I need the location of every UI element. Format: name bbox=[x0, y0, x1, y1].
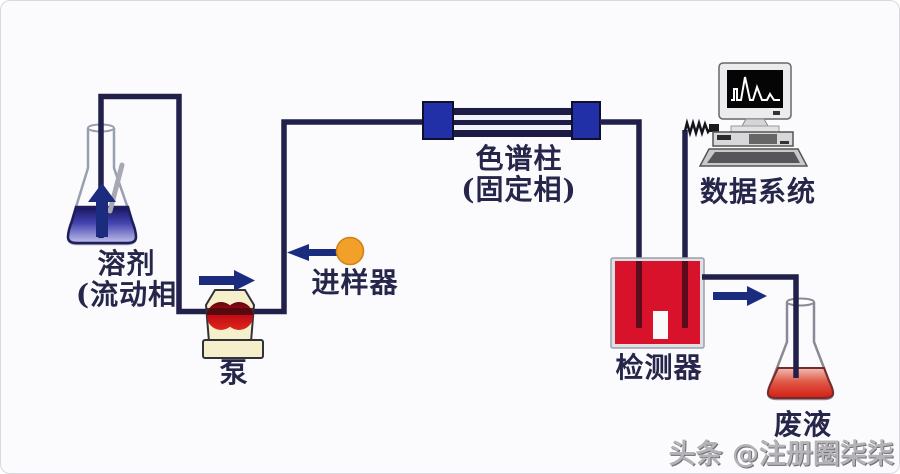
flow-arrow-up-solvent bbox=[88, 183, 116, 237]
chromatogram-trace bbox=[731, 76, 780, 101]
data-system-label: 数据系统 bbox=[699, 175, 816, 208]
monitor-power-led bbox=[773, 111, 780, 115]
waste-flask-rim bbox=[786, 297, 815, 307]
waste-label: 废液 bbox=[773, 408, 832, 441]
detector-tube-inlet bbox=[636, 261, 642, 328]
tubing-detector-to-waste bbox=[702, 274, 799, 378]
pipette-icon bbox=[107, 162, 125, 214]
column-label: 色谱柱 (固定相) bbox=[439, 143, 599, 205]
keyboard-keys bbox=[707, 152, 800, 163]
detector-tube-signal bbox=[682, 261, 688, 328]
column-tube-stripe-mid bbox=[451, 120, 573, 125]
solvent-label-line2: (流动相 bbox=[75, 278, 178, 311]
flow-arrow-right-waste bbox=[713, 286, 767, 306]
cable-connector bbox=[709, 124, 719, 132]
detector-icon bbox=[610, 257, 705, 349]
column-label-line2: (固定相) bbox=[461, 173, 577, 206]
injector-icon bbox=[335, 236, 365, 266]
column-cap-right bbox=[571, 101, 601, 140]
column-label-line1: 色谱柱 bbox=[475, 142, 563, 175]
flow-arrow-right-pump bbox=[199, 270, 255, 291]
case-slot-left bbox=[717, 135, 731, 140]
waste-flask-icon bbox=[766, 297, 835, 401]
tubing-column-to-detector bbox=[600, 119, 642, 262]
monitor-stand bbox=[741, 118, 769, 127]
pump-tube-through bbox=[207, 308, 253, 315]
solvent-label: 溶剂 (流动相 bbox=[39, 248, 214, 310]
injector-label: 进样器 bbox=[311, 266, 399, 299]
column-tube-stripe-top bbox=[451, 108, 573, 115]
pump-label: 泵 bbox=[219, 356, 249, 389]
case-slot-right bbox=[780, 141, 789, 144]
pump-icon bbox=[202, 289, 264, 359]
pump-base bbox=[202, 339, 264, 359]
signal-cable-icon bbox=[683, 118, 713, 138]
tubing-flask-to-column bbox=[98, 93, 425, 315]
column-cap-left bbox=[422, 101, 454, 140]
case-grill bbox=[749, 134, 777, 144]
monitor-pedestal bbox=[730, 125, 780, 133]
column-icon bbox=[422, 101, 601, 140]
detector-label: 检测器 bbox=[615, 351, 703, 384]
waste-liquid bbox=[766, 367, 835, 399]
injector-arrow-left bbox=[287, 244, 348, 261]
computer-icon bbox=[683, 62, 809, 167]
pump-rotor-right bbox=[225, 302, 253, 330]
watermark-text: 头条 @注册圈柒柒 bbox=[668, 439, 894, 470]
detector-window bbox=[653, 311, 668, 339]
column-tube-stripe-bottom bbox=[451, 130, 573, 137]
solvent-label-line1: 溶剂 bbox=[97, 247, 156, 280]
